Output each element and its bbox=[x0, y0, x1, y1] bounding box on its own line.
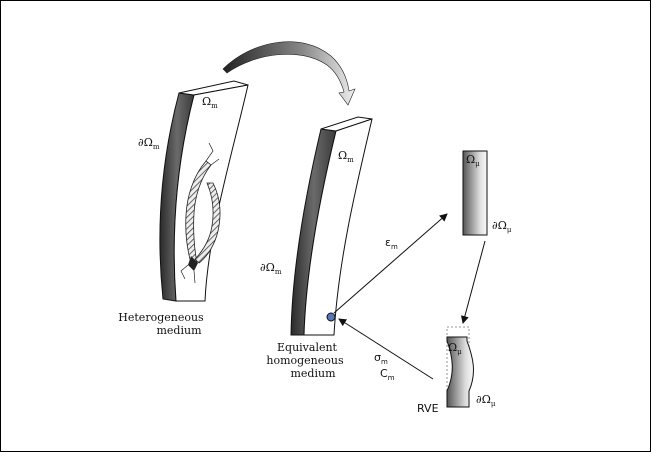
boundary-m-label-1: ∂Ωm bbox=[138, 136, 160, 151]
boundary-mu-label-1: ∂Ωμ bbox=[492, 219, 512, 234]
transfer-arrow bbox=[222, 41, 356, 106]
boundary-mu-label-2: ∂Ωμ bbox=[476, 393, 496, 408]
homogeneous-beam bbox=[290, 116, 373, 336]
stress-arrow bbox=[338, 318, 434, 380]
material-point bbox=[326, 312, 336, 322]
equivalent-caption-1: Equivalent bbox=[277, 341, 338, 354]
heterogeneous-beam bbox=[159, 80, 249, 302]
crack bbox=[180, 142, 221, 284]
strain-label: εm bbox=[385, 236, 398, 251]
rve-label: RVE bbox=[417, 402, 439, 415]
micro-domain bbox=[462, 150, 488, 236]
omega-mu-label-2: Ωμ bbox=[448, 341, 462, 356]
heterogeneous-caption-1: Heterogeneous bbox=[118, 311, 204, 324]
strain-arrow bbox=[333, 213, 448, 314]
rve bbox=[446, 326, 474, 408]
heterogeneous-caption-2: medium bbox=[156, 324, 202, 337]
equivalent-caption-2: homogeneous bbox=[266, 354, 344, 367]
stress-label: σm bbox=[374, 351, 388, 366]
omega-m-label-2: Ωm bbox=[338, 149, 354, 164]
omega-mu-label-1: Ωμ bbox=[466, 153, 480, 168]
omega-m-label-1: Ωm bbox=[202, 95, 218, 110]
rve-arrow bbox=[460, 240, 486, 324]
stiffness-label: Cm bbox=[380, 367, 395, 382]
equivalent-caption-3: medium bbox=[290, 367, 336, 380]
boundary-m-label-2: ∂Ωm bbox=[260, 261, 282, 276]
